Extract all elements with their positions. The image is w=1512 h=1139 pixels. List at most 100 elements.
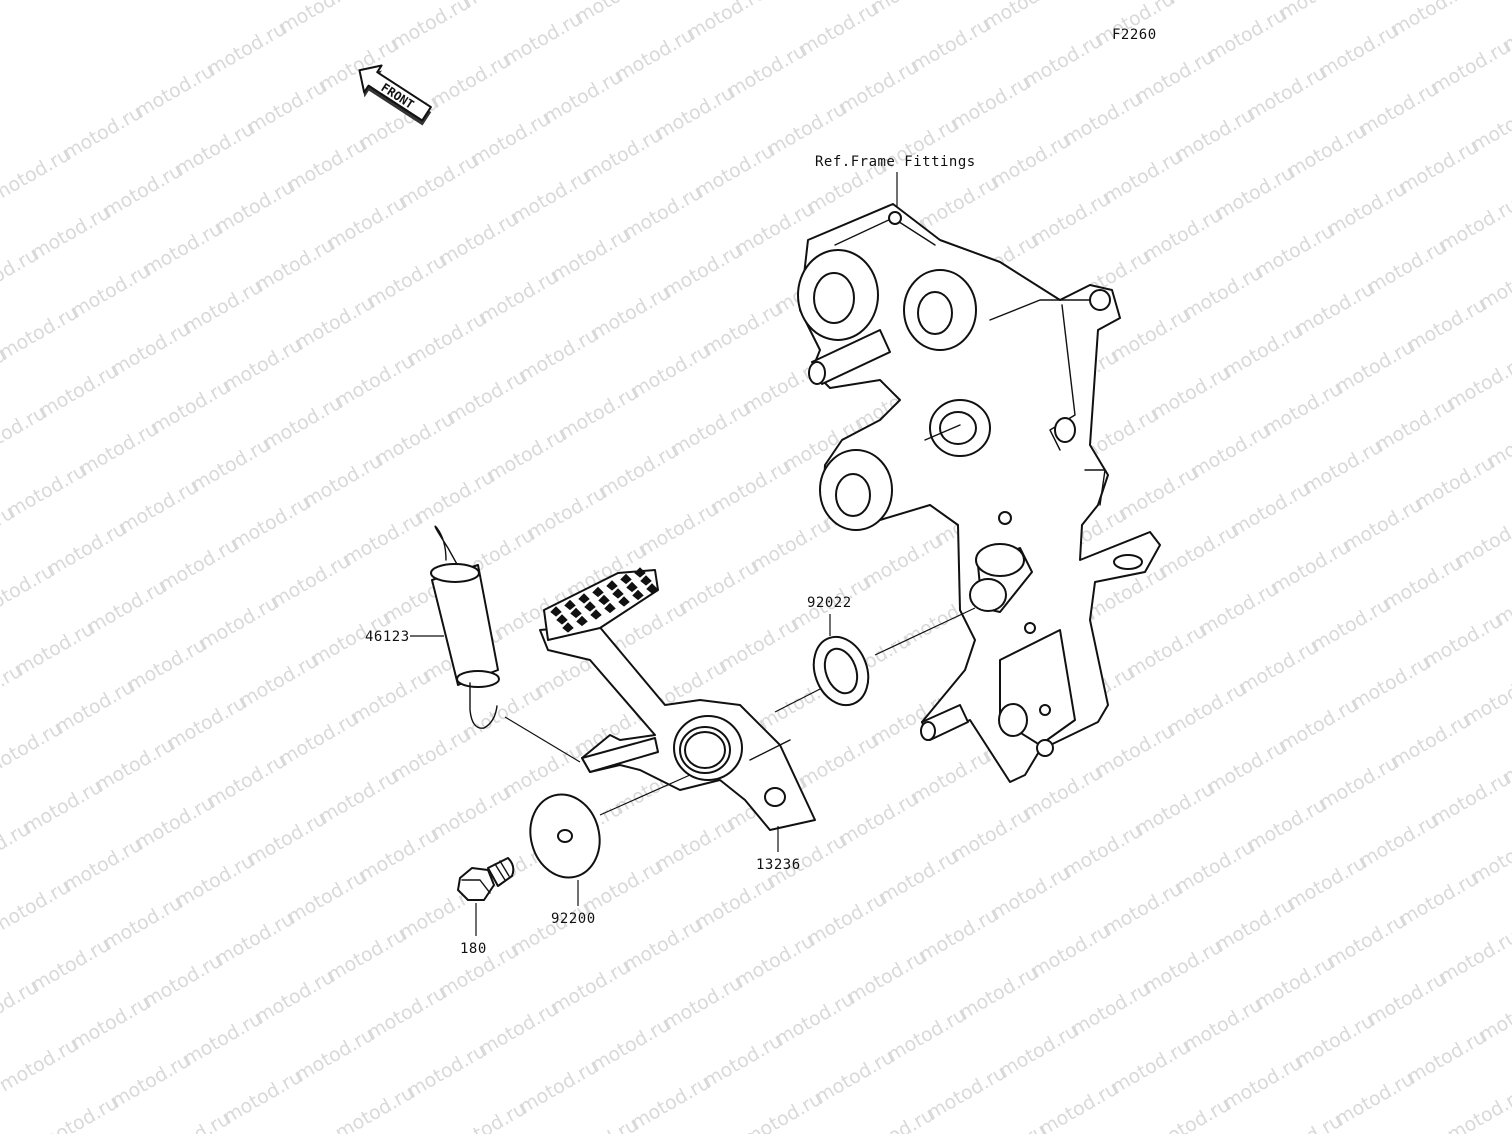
- watermark-text: motod.ru: [700, 298, 786, 361]
- watermark-text: motod.ru: [508, 898, 594, 961]
- watermark-text: motod.ru: [412, 466, 498, 529]
- watermark-text: motod.ru: [100, 160, 186, 223]
- watermark-text: motod.ru: [1396, 868, 1482, 931]
- watermark-text: motod.ru: [844, 946, 930, 1009]
- watermark-text: motod.ru: [1140, 204, 1226, 267]
- watermark-text: motod.ru: [252, 234, 338, 297]
- watermark-text: motod.ru: [884, 1004, 970, 1067]
- watermark-text: motod.ru: [908, 14, 994, 77]
- watermark-text: motod.ru: [244, 808, 330, 871]
- watermark-text: motod.ru: [108, 318, 194, 381]
- watermark-text: motod.ru: [236, 650, 322, 713]
- watermark-text: motod.ru: [1036, 1078, 1122, 1134]
- watermark-text: motod.ru: [404, 308, 490, 371]
- watermark-text: motod.ru: [268, 550, 354, 613]
- watermark-text: motod.ru: [1140, 936, 1226, 999]
- part-label-13236: 13236: [756, 857, 801, 873]
- watermark-text: motod.ru: [172, 118, 258, 181]
- watermark-text: motod.ru: [132, 60, 218, 123]
- watermark-text: motod.ru: [500, 8, 586, 71]
- watermark-text: motod.ru: [636, 498, 722, 561]
- watermark-text: motod.ru: [1060, 88, 1146, 151]
- part-label-92200: 92200: [551, 911, 596, 927]
- watermark-text: motod.ru: [212, 176, 298, 239]
- watermark-text: motod.ru: [1284, 120, 1370, 183]
- watermark-text: motod.ru: [1388, 710, 1474, 773]
- watermark-text: motod.ru: [836, 788, 922, 851]
- watermark-text: motod.ru: [1124, 620, 1210, 683]
- watermark-text: motod.ru: [1156, 520, 1242, 583]
- watermark-text: motod.ru: [460, 682, 546, 745]
- watermark-text: motod.ru: [476, 266, 562, 329]
- watermark-text: motod.ru: [364, 250, 450, 313]
- watermark-text: motod.ru: [428, 782, 514, 845]
- watermark-text: motod.ru: [92, 734, 178, 797]
- washer-92200: [521, 787, 608, 886]
- watermark-text: motod.ru: [692, 872, 778, 935]
- watermark-text: motod.ru: [1404, 294, 1490, 357]
- watermark-text: motod.ru: [1324, 178, 1410, 241]
- watermark-text: motod.ru: [1316, 752, 1402, 815]
- watermark-text: motod.ru: [84, 576, 170, 639]
- watermark-text: motod.ru: [172, 850, 258, 913]
- watermark-text: motod.ru: [1300, 436, 1386, 499]
- watermark-text: motod.ru: [1172, 104, 1258, 167]
- watermark-text: motod.ru: [948, 804, 1034, 867]
- watermark-text: motod.ru: [1188, 420, 1274, 483]
- part-label-180: 180: [460, 941, 487, 957]
- watermark-text: motod.ru: [1348, 652, 1434, 715]
- watermark-text: motod.ru: [716, 614, 802, 677]
- watermark-text: motod.ru: [132, 792, 218, 855]
- watermark-text: motod.ru: [868, 0, 954, 18]
- watermark-text: motod.ru: [548, 224, 634, 287]
- watermark-text: motod.ru: [196, 592, 282, 655]
- washer-to-shaft-line: [875, 608, 975, 655]
- watermark-text: motod.ru: [108, 1050, 194, 1113]
- watermark-text: motod.ru: [140, 950, 226, 1013]
- watermark-text: motod.ru: [1212, 162, 1298, 225]
- watermark-text: motod.ru: [620, 914, 706, 977]
- watermark-text: motod.ru: [508, 166, 594, 229]
- watermark-text: motod.ru: [988, 862, 1074, 925]
- watermark-text: motod.ru: [1356, 78, 1442, 141]
- watermark-text: motod.ru: [668, 398, 754, 461]
- watermark-text: motod.ru: [620, 182, 706, 245]
- watermark-text: motod.ru: [916, 904, 1002, 967]
- watermark-text: motod.ru: [284, 134, 370, 197]
- watermark-text: motod.ru: [468, 108, 554, 171]
- watermark-text: motod.ru: [524, 482, 610, 545]
- watermark-text: motod.ru: [276, 0, 362, 38]
- watermark-text: motod.ru: [1412, 452, 1498, 515]
- watermark-text: motod.ru: [1100, 878, 1186, 941]
- watermark-text: motod.ru: [700, 1030, 786, 1093]
- watermark-text: motod.ru: [796, 730, 882, 793]
- watermark-text: motod.ru: [580, 124, 666, 187]
- watermark-text: motod.ru: [220, 334, 306, 397]
- watermark-text: motod.ru: [12, 618, 98, 681]
- watermark-text: motod.ru: [732, 930, 818, 993]
- watermark-text: motod.ru: [1020, 762, 1106, 825]
- watermark-text: motod.ru: [876, 846, 962, 909]
- watermark-text: motod.ru: [124, 634, 210, 697]
- watermark-text: motod.ru: [1332, 336, 1418, 399]
- watermark-text: motod.ru: [68, 992, 154, 1055]
- watermark-text: motod.ru: [732, 198, 818, 261]
- watermark-text: motod.ru: [140, 218, 226, 281]
- watermark-text: motod.ru: [36, 1092, 122, 1134]
- watermark-text: motod.ru: [1332, 1068, 1418, 1131]
- watermark-text: motod.ru: [476, 998, 562, 1061]
- watermark-text: motod.ru: [1132, 778, 1218, 841]
- watermark-text: motod.ru: [588, 1014, 674, 1077]
- watermark-text: motod.ru: [628, 1072, 714, 1134]
- watermark-text: motod.ru: [1028, 188, 1114, 251]
- watermark-text: motod.ru: [1436, 926, 1512, 989]
- watermark-text: motod.ru: [836, 56, 922, 119]
- watermark-text: motod.ru: [1388, 0, 1474, 40]
- watermark-text: motod.ru: [1468, 826, 1512, 889]
- watermark-text: motod.ru: [1068, 978, 1154, 1041]
- watermark-text: motod.ru: [676, 556, 762, 619]
- watermark-text: motod.ru: [796, 0, 882, 60]
- watermark-text: motod.ru: [660, 240, 746, 303]
- watermark-text: motod.ru: [1420, 610, 1506, 673]
